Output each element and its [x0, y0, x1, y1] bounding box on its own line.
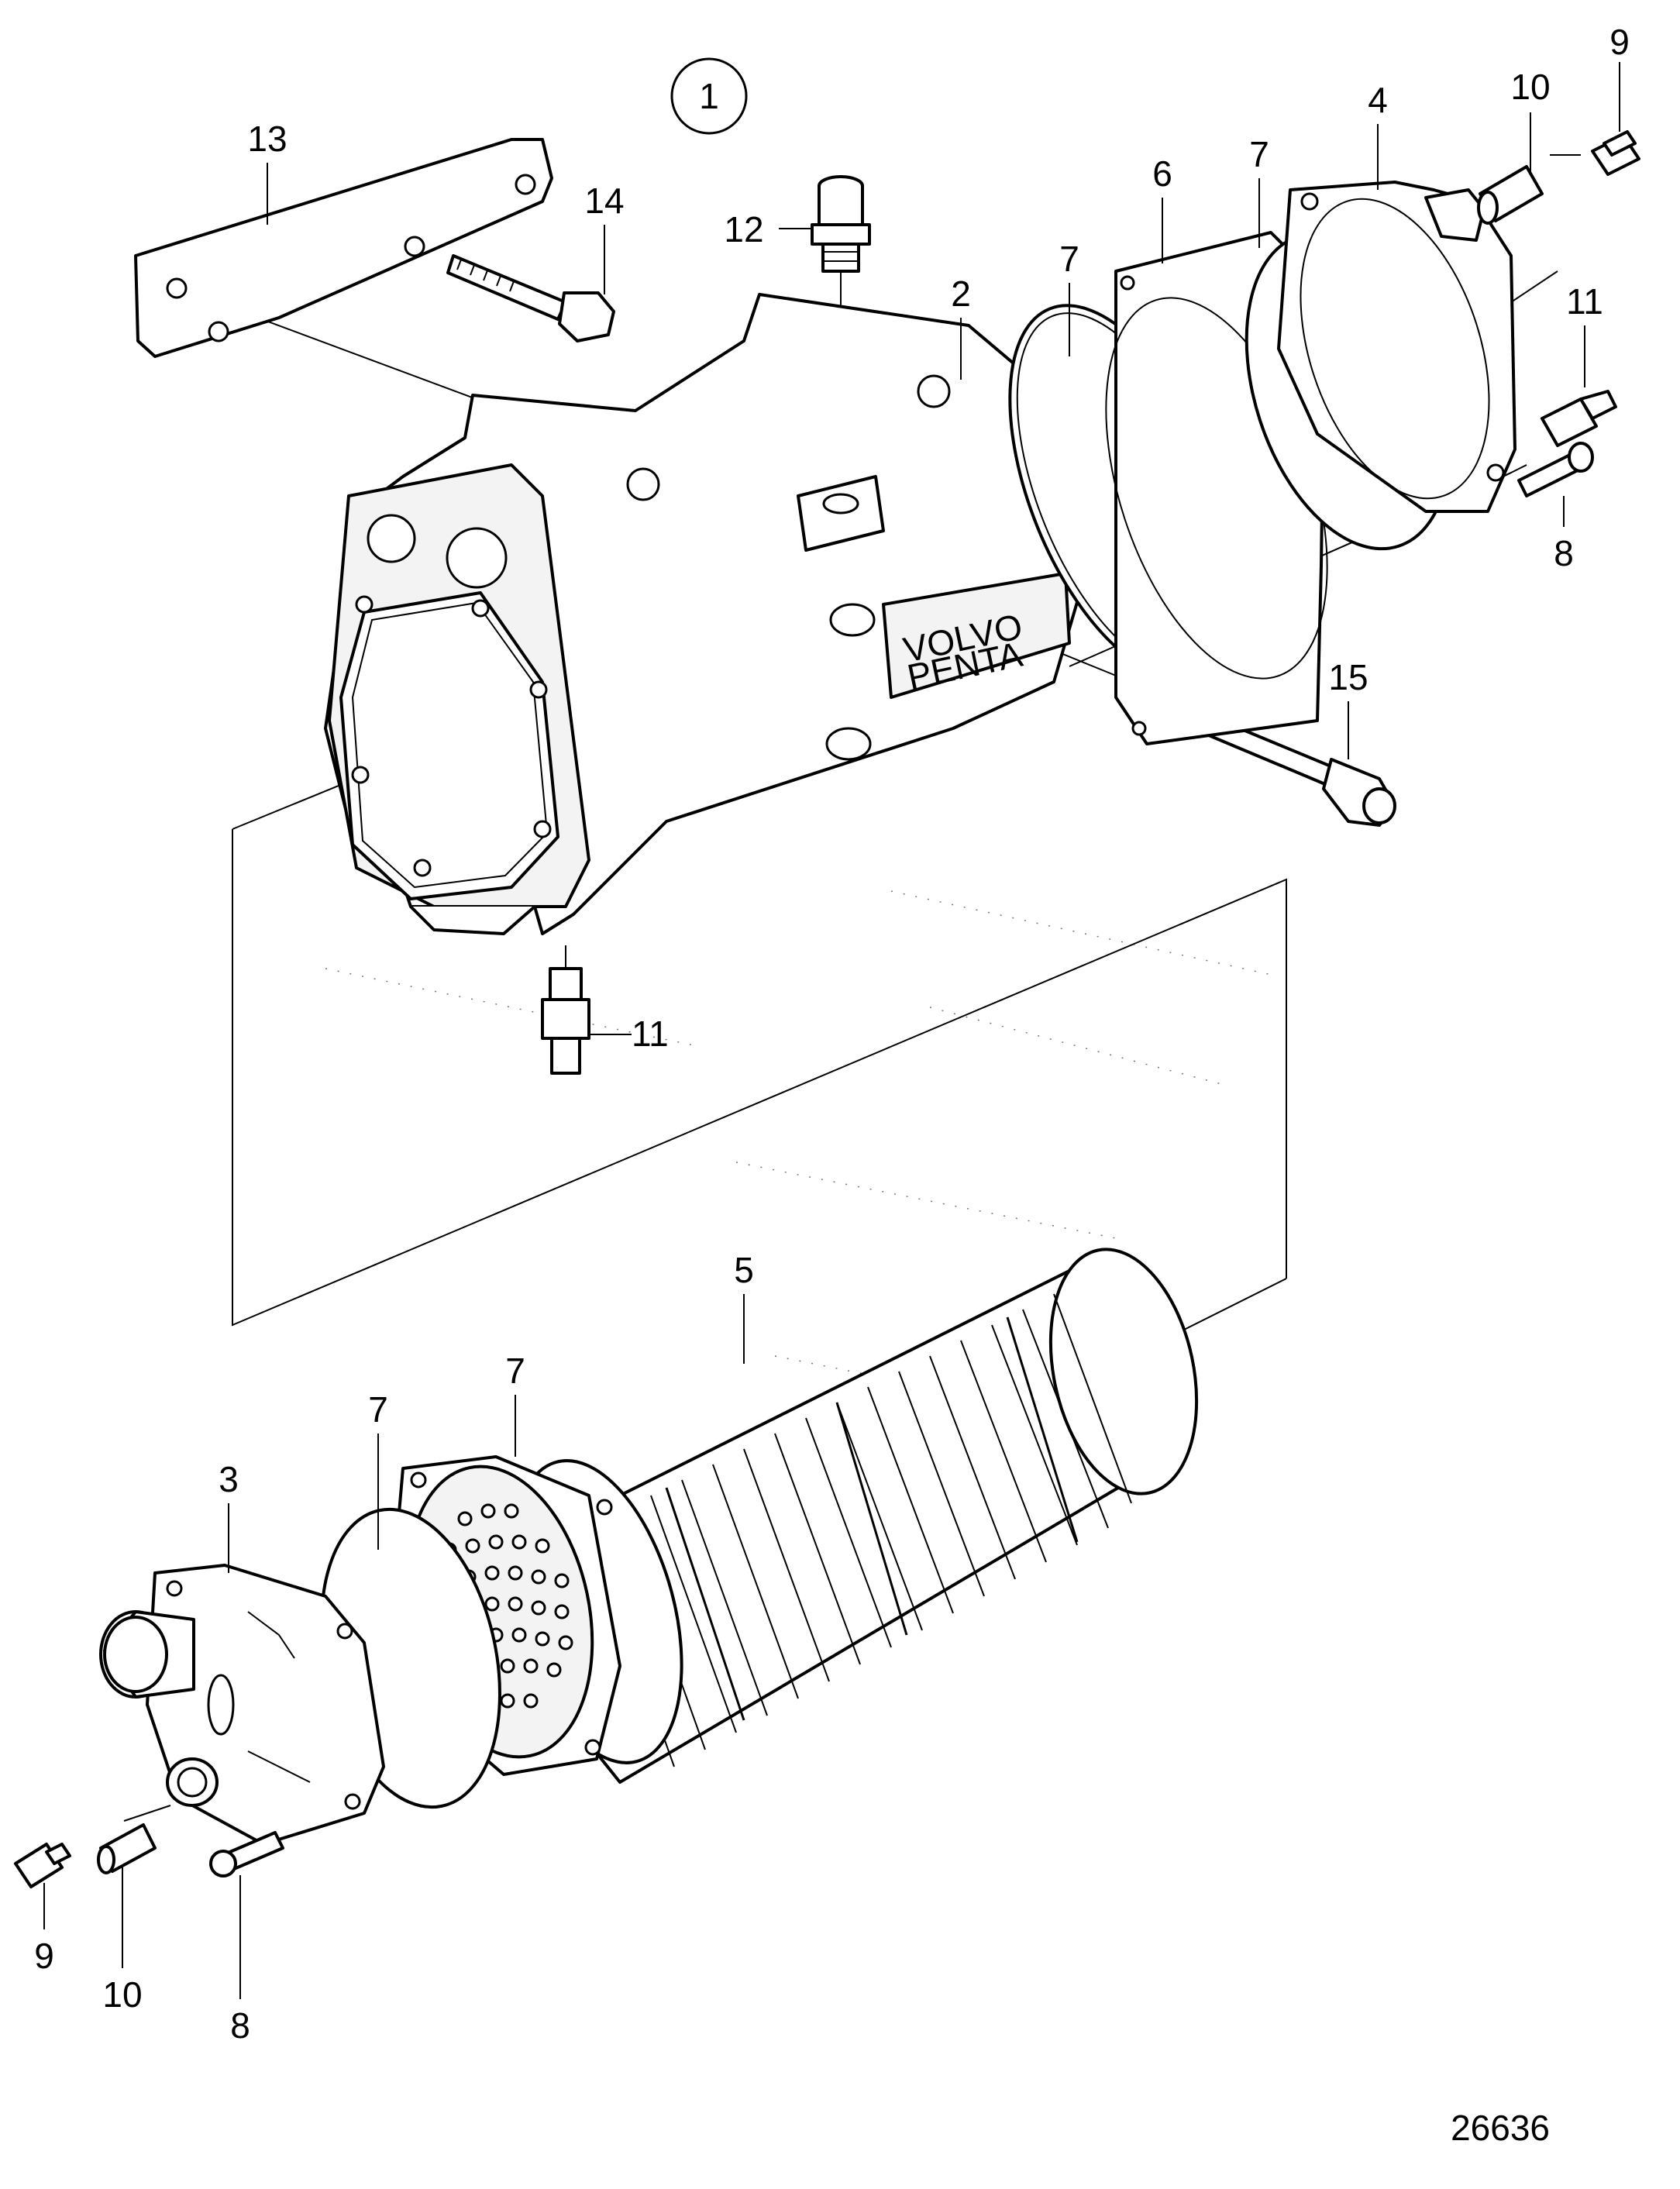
label-9-upper: 9	[1609, 22, 1630, 62]
drawing-number: 26636	[1451, 2108, 1550, 2148]
label-7-second: 7	[1249, 134, 1269, 174]
label-11-lower: 11	[632, 1014, 669, 1054]
adapter-part-10-upper	[1477, 165, 1544, 225]
part-labels: 13 14 12 2 7 6 7 4 10 9 11 8 15 11 5 7 7…	[34, 22, 1630, 2046]
label-7-third: 7	[505, 1351, 525, 1391]
label-14: 14	[584, 181, 624, 221]
sensor-part-11-upper	[1541, 390, 1617, 447]
sender-part-9-upper	[1591, 130, 1640, 176]
label-13: 13	[247, 119, 287, 159]
label-5: 5	[734, 1250, 754, 1290]
housing-part-2: VOLVO PENTA	[324, 293, 1083, 935]
label-8-lower: 8	[230, 2005, 250, 2046]
label-4: 4	[1368, 80, 1388, 120]
label-3: 3	[219, 1459, 239, 1499]
label-2: 2	[951, 274, 971, 314]
group-number: 1	[699, 76, 719, 116]
label-10-upper: 10	[1510, 67, 1550, 107]
sensor-part-11-lower	[541, 967, 590, 1075]
tube-fins	[588, 1293, 1132, 1767]
screw-part-8-upper	[1517, 442, 1594, 497]
label-8-upper: 8	[1554, 533, 1574, 573]
group-number-marker: 1	[670, 57, 748, 135]
label-11-upper: 11	[1566, 281, 1603, 322]
cooler-core-part-5	[525, 1248, 1199, 1784]
label-12: 12	[724, 209, 763, 250]
label-9-lower: 9	[34, 1936, 54, 1976]
leader-lines	[43, 62, 1620, 1999]
end-cover-part-3	[99, 1564, 385, 1846]
sender-part-9-lower	[14, 1843, 71, 1888]
label-15: 15	[1328, 657, 1368, 697]
fitting-part-12	[811, 175, 871, 273]
label-7-fourth: 7	[368, 1389, 388, 1430]
bolt-part-14	[446, 254, 615, 342]
bracket-part-13	[134, 138, 553, 358]
end-cover-part-4	[1277, 181, 1516, 513]
adapter-part-10-lower	[97, 1823, 157, 1874]
label-7-upper: 7	[1059, 239, 1079, 279]
screw-part-8-lower	[209, 1831, 284, 1878]
label-10-lower: 10	[102, 1974, 142, 2015]
label-6: 6	[1152, 153, 1172, 194]
